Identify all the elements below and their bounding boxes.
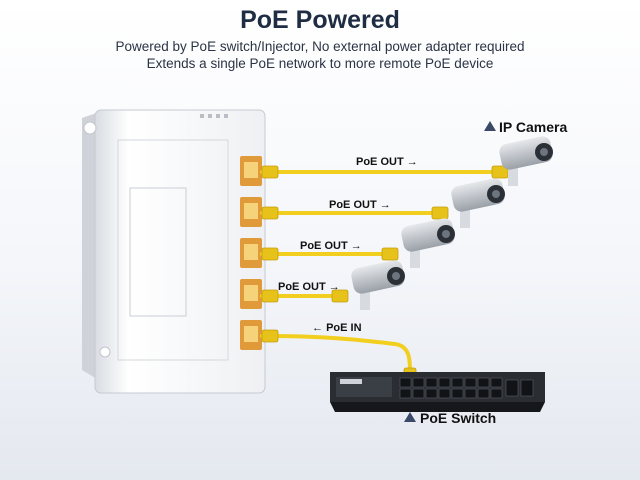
port-1-label: PoE OUT →	[356, 156, 418, 168]
ip-camera-label: IP Camera	[499, 119, 568, 135]
poe-switch-marker-icon	[404, 412, 416, 422]
arrow-right-icon: →	[350, 240, 362, 252]
arrow-left-icon: ←	[312, 322, 323, 334]
port-2-label: PoE OUT →	[329, 199, 391, 211]
poe-switch-device	[330, 372, 545, 412]
arrow-right-icon: →	[379, 199, 391, 211]
port-4-label: PoE OUT →	[278, 281, 340, 293]
extender-ports	[240, 156, 262, 350]
poe-switch-label: PoE Switch	[420, 410, 497, 426]
poe-extender-device	[82, 109, 266, 394]
port-5-label: ← PoE IN	[312, 322, 362, 334]
page-title: PoE Powered	[240, 6, 400, 34]
subtitle-line-2: Extends a single PoE network to more rem…	[146, 56, 494, 71]
ip-camera-icon	[351, 136, 553, 310]
arrow-right-icon: →	[406, 156, 418, 168]
arrow-right-icon: →	[328, 281, 340, 293]
ip-camera-marker-icon	[484, 121, 496, 131]
port-3-label: PoE OUT →	[300, 240, 362, 252]
subtitle-line-1: Powered by PoE switch/Injector, No exter…	[115, 39, 525, 54]
